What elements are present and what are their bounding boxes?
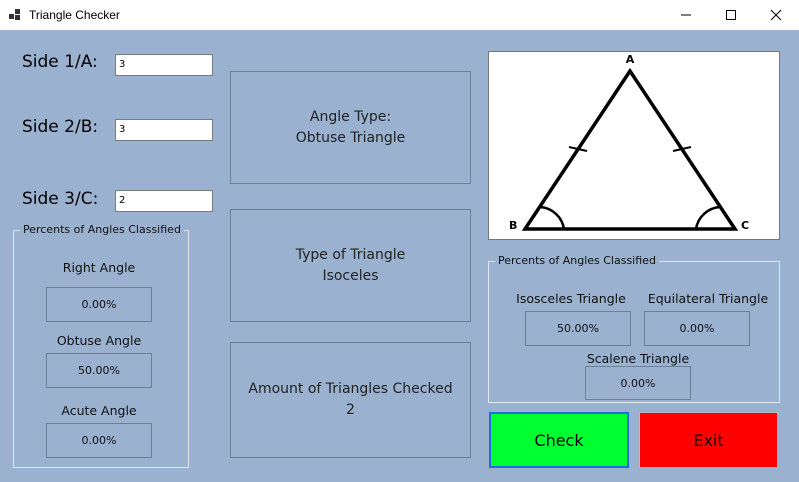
close-icon — [770, 9, 782, 21]
angle-type-panel: Angle Type: Obtuse Triangle — [230, 71, 471, 184]
angle-percents-group: Percents of Angles Classified — [13, 223, 189, 468]
vertex-a-label: A — [626, 53, 635, 66]
minimize-button[interactable] — [663, 0, 709, 30]
triangle-type-heading: Type of Triangle — [295, 246, 406, 263]
isosceles-triangle-image: A B C — [509, 53, 749, 232]
vertex-b-label: B — [509, 219, 517, 232]
right-angle-value: 0.00% — [46, 287, 152, 322]
obtuse-angle-label: Obtuse Angle — [56, 333, 142, 348]
obtuse-angle-value: 50.00% — [46, 353, 152, 388]
angle-percents-group-title: Percents of Angles Classified — [20, 223, 184, 237]
scalene-value: 0.00% — [585, 366, 691, 400]
window-title: Triangle Checker — [29, 8, 120, 22]
acute-angle-label: Acute Angle — [61, 403, 137, 418]
equilateral-label: Equilateral Triangle — [647, 291, 769, 306]
triangles-count-value: 2 — [346, 402, 355, 418]
triangle-type-value: Isoceles — [322, 267, 379, 284]
triangle-diagram: A B C — [488, 51, 780, 240]
scalene-label: Scalene Triangle — [586, 351, 690, 366]
maximize-icon — [726, 10, 736, 20]
right-angle-label: Right Angle — [62, 260, 136, 275]
type-percents-group: Percents of Angles Classified — [488, 254, 780, 403]
side1-input[interactable]: 3 — [115, 54, 213, 76]
side2-label: Side 2/B: — [22, 117, 99, 137]
angle-type-value: Obtuse Triangle — [295, 129, 406, 146]
close-button[interactable] — [753, 0, 799, 30]
angle-type-heading: Angle Type: — [309, 108, 392, 125]
side3-input[interactable]: 2 — [115, 190, 213, 212]
isosceles-label: Isosceles Triangle — [516, 291, 626, 306]
side3-label: Side 3/C: — [22, 189, 99, 209]
title-bar: Triangle Checker — [0, 0, 799, 30]
app-icon — [9, 9, 21, 21]
triangles-count-panel: Amount of Triangles Checked 2 — [230, 342, 471, 458]
type-percents-group-title: Percents of Angles Classified — [495, 254, 659, 268]
triangle-type-panel: Type of Triangle Isoceles — [230, 209, 471, 322]
maximize-button[interactable] — [708, 0, 754, 30]
acute-angle-value: 0.00% — [46, 423, 152, 458]
triangles-count-heading: Amount of Triangles Checked — [248, 381, 453, 397]
check-button[interactable]: Check — [489, 412, 629, 468]
side2-input[interactable]: 3 — [115, 119, 213, 141]
exit-button[interactable]: Exit — [639, 412, 778, 468]
equilateral-value: 0.00% — [644, 311, 750, 346]
minimize-icon — [681, 14, 691, 16]
vertex-c-label: C — [741, 219, 749, 232]
isosceles-value: 50.00% — [525, 311, 631, 346]
side1-label: Side 1/A: — [22, 52, 98, 72]
